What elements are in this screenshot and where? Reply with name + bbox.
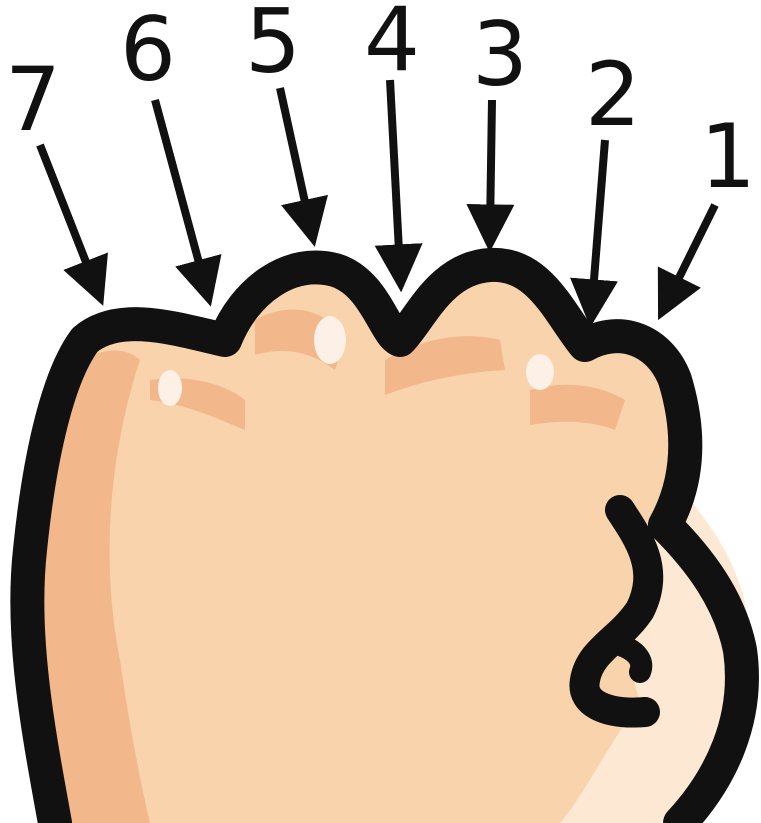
label-5: 5	[245, 0, 301, 93]
number-labels: 1 2 3 4 5 6 7	[5, 0, 756, 208]
knuckle-highlight-3	[526, 354, 554, 390]
arrow-1	[668, 205, 715, 300]
arrow-4	[390, 80, 400, 270]
label-1: 1	[700, 105, 756, 208]
arrow-5	[280, 88, 310, 225]
label-2: 2	[585, 43, 641, 146]
label-3: 3	[472, 3, 528, 106]
label-6: 6	[120, 0, 176, 101]
label-7: 7	[5, 48, 61, 151]
knuckle-highlight-7	[158, 370, 182, 406]
label-4: 4	[364, 0, 420, 91]
arrow-6	[155, 100, 205, 285]
knuckle-highlight-5	[314, 316, 346, 364]
arrow-2	[592, 140, 605, 305]
arrow-7	[40, 145, 95, 285]
fist-icon	[27, 265, 750, 823]
arrow-3	[490, 100, 492, 230]
